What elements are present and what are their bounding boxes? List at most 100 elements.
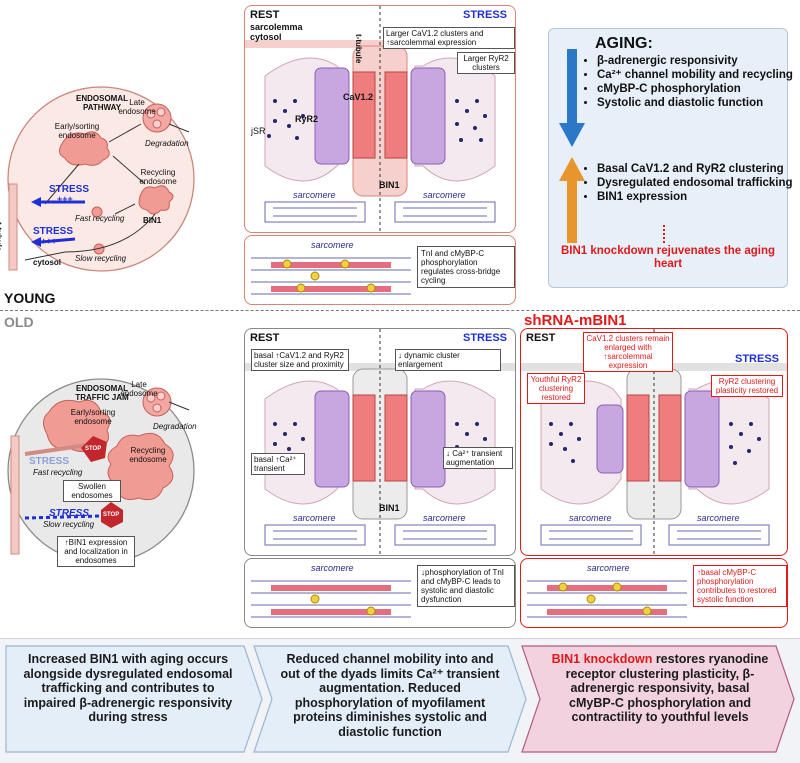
summary-right-rest: restores ryanodine receptor clustering p… (565, 652, 769, 724)
old-fast-recycling: Fast recycling (33, 468, 83, 477)
aging-box: AGING: β-adrenergic responsivity Ca²⁺ ch… (548, 28, 793, 288)
young-stress-plus-2: +++ (41, 236, 57, 246)
aging-conclusion-arrow (663, 225, 675, 243)
old-endosomal-panel: ENDOSOMAL TRAFFIC JAM Early/sorting endo… (5, 376, 197, 567)
old-recycling-endosome: Recycling endosome (129, 446, 167, 464)
old-note-basal: basal ↑CaV1.2 and RyR2 cluster size and … (251, 349, 349, 371)
young-dyad-illustration (245, 6, 515, 232)
young-endosomal-title-2: PATHWAY (82, 103, 122, 112)
young-cytosol-label: cytosol (33, 258, 62, 267)
young-stress-label: STRESS (462, 9, 507, 21)
young-myofilament-illustration (251, 257, 411, 295)
old-slow-recycling: Slow recycling (43, 520, 95, 529)
young-myofilament-panel: sarcomere TnI and cMyBP-C phosphorylatio… (244, 235, 516, 305)
summary-middle: Reduced channel mobility into and out of… (280, 652, 500, 739)
old-dyad-illustration (245, 329, 515, 555)
old-stop-2: STOP (103, 512, 120, 518)
old-endosomal-title-1: ENDOSOMAL (76, 384, 128, 393)
old-myofilament-illustration (251, 580, 411, 618)
old-stress-label-2: STRESS (49, 508, 90, 519)
shrna-myofilament-illustration (527, 580, 687, 618)
old-endosome-illustration (7, 378, 195, 564)
shrna-note-cav: CaV1.2 clusters remain enlarged with ↑sa… (583, 332, 673, 372)
old-bin1-note: ↑BIN1 expression and localization in end… (57, 536, 135, 567)
old-note-aug: ↓ Ca²⁺ transient augmentation (443, 447, 513, 469)
young-endosome-illustration (7, 86, 195, 272)
young-note-cav: Larger CaV1.2 clusters and ↑sarcolemmal … (383, 27, 515, 49)
young-rest-label: REST (250, 9, 280, 21)
young-sarcomere-right: sarcomere (423, 190, 466, 200)
young-section-label: YOUNG (4, 290, 56, 306)
aging-down-item-4: Systolic and diastolic function (597, 97, 793, 110)
shrna-dyad-illustration (521, 329, 787, 555)
old-note-transient: basal ↑Ca²⁺ transient (251, 453, 305, 475)
shrna-note-plasticity: RyR2 clustering plasticity restored (711, 375, 783, 397)
old-myofil-sarcomere: sarcomere (311, 563, 354, 573)
young-cav-label: CaV1.2 (343, 92, 374, 102)
young-ttubule-dyad-label: t-tubule (354, 34, 363, 64)
summary-right: BIN1 knockdown restores ryanodine recept… (546, 652, 774, 725)
summary-left: Increased BIN1 with aging occurs alongsi… (23, 652, 233, 724)
young-note-ryr: Larger RyR2 clusters (457, 52, 515, 74)
old-degradation: Degradation (153, 422, 197, 431)
old-section-label: OLD (4, 314, 34, 330)
young-stress-label-2: STRESS (33, 226, 74, 237)
summary-right-highlight: BIN1 knockdown (551, 652, 653, 666)
young-sarcomere-left: sarcomere (293, 190, 336, 200)
young-bin1-dyad-label: BIN1 (379, 180, 400, 190)
shrna-myofil-sarcomere: sarcomere (587, 563, 630, 573)
old-early-endosome: Early/sorting endosome (70, 408, 116, 426)
young-late-endosome: Late endosome (118, 98, 156, 116)
old-rest-label: REST (250, 332, 280, 344)
young-endosomal-panel: ENDOSOMAL PATHWAY Early/sorting endosome… (0, 84, 197, 274)
young-slow-recycling: Slow recycling (75, 254, 127, 263)
young-myofil-note: TnI and cMyBP-C phosphorylation regulate… (417, 246, 515, 288)
old-myofilament-panel: sarcomere ↓phosphorylation of TnI and cM… (244, 558, 516, 628)
aging-up-item-2: Dysregulated endosomal trafficking (597, 177, 793, 190)
aging-conclusion: BIN1 knockdown rejuvenates the aging hea… (560, 245, 776, 270)
section-divider (0, 310, 800, 311)
shrna-title: shRNA-mBIN1 (524, 312, 627, 329)
shrna-rest-label: REST (526, 332, 556, 344)
old-stress-label: STRESS (462, 332, 507, 344)
old-late-endosome: Late endosome (120, 380, 158, 398)
young-myofil-sarcomere: sarcomere (311, 240, 354, 250)
aging-down-list: β-adrenergic responsivity Ca²⁺ channel m… (583, 55, 793, 111)
aging-arrows (559, 49, 585, 243)
old-sarcomere-right: sarcomere (423, 513, 466, 523)
young-cytosol-dyad-label: cytosol (250, 32, 282, 42)
shrna-myofil-note: ↑basal cMyBP-C phosphorylation contribut… (693, 565, 787, 607)
shrna-sarcomere-right: sarcomere (697, 513, 740, 523)
young-jsr-label: jSR (251, 126, 266, 136)
young-ttubule-label: t-tubule (0, 222, 3, 252)
young-recycling-endosome: Recycling endosome (139, 168, 177, 186)
young-fast-recycling: Fast recycling (75, 214, 125, 223)
aging-down-item-2: Ca²⁺ channel mobility and recycling (597, 69, 793, 82)
young-degradation: Degradation (145, 139, 189, 148)
shrna-myofilament-panel: sarcomere ↑basal cMyBP-C phosphorylation… (520, 558, 788, 628)
summary-chevrons (5, 645, 795, 753)
young-endosomal-title-1: ENDOSOMAL (76, 94, 128, 103)
aging-up-list: Basal CaV1.2 and RyR2 clustering Dysregu… (583, 163, 793, 205)
young-sarcolemma-label: sarcolemma (250, 22, 303, 32)
aging-up-item-1: Basal CaV1.2 and RyR2 clustering (597, 163, 793, 176)
young-dyad-panel: REST STRESS sarcolemma cytosol t-tubule … (244, 5, 516, 233)
old-endosomal-title-2: TRAFFIC JAM (75, 393, 129, 402)
aging-down-item-1: β-adrenergic responsivity (597, 55, 793, 68)
old-stop-1: STOP (85, 446, 102, 452)
shrna-sarcomere-left: sarcomere (569, 513, 612, 523)
young-ryr2-label: RyR2 (295, 114, 319, 124)
young-stress-label-1: STRESS (49, 184, 90, 195)
old-swollen-note: Swollen endosomes (63, 480, 121, 502)
aging-title: AGING: (595, 35, 653, 52)
young-bin1-label: BIN1 (143, 216, 162, 225)
old-note-dynamic: ↓ dynamic cluster enlargement (395, 349, 501, 371)
old-dyad-panel: REST STRESS basal ↑CaV1.2 and RyR2 clust… (244, 328, 516, 556)
old-sarcomere-left: sarcomere (293, 513, 336, 523)
young-early-endosome: Early/sorting endosome (54, 122, 100, 140)
aging-up-item-3: BIN1 expression (597, 191, 793, 204)
shrna-note-youthful: Youthful RyR2 clustering restored (527, 373, 585, 404)
shrna-stress-label: STRESS (734, 353, 779, 365)
young-stress-plus-1: +++ (57, 194, 73, 204)
aging-down-item-3: cMyBP-C phosphorylation (597, 83, 793, 96)
